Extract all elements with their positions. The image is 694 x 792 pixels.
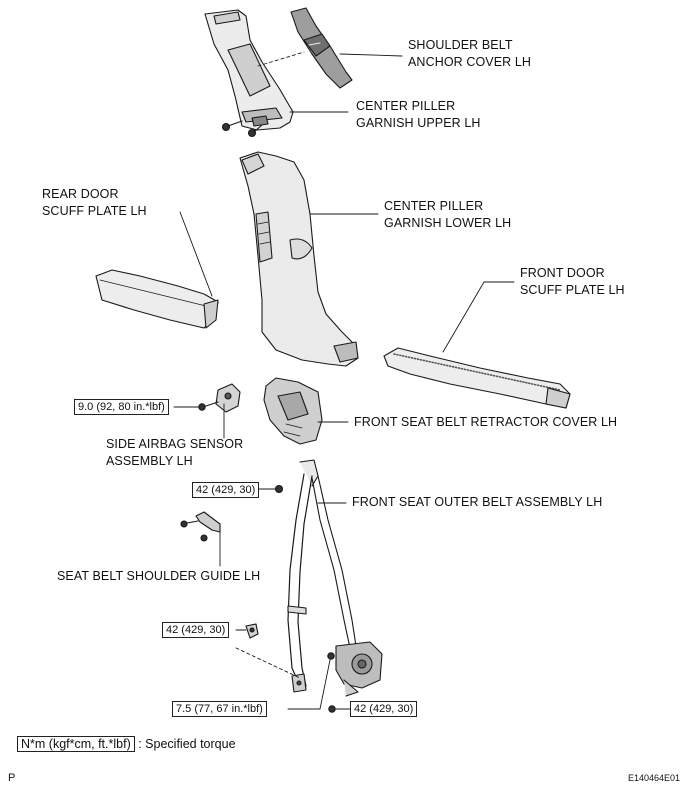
seat-belt-shoulder-guide-label: SEAT BELT SHOULDER GUIDE LH <box>57 569 261 583</box>
label-line: SIDE AIRBAG SENSOR <box>106 437 244 451</box>
label-line: ASSEMBLY LH <box>106 454 193 468</box>
torque-retractor-bolt: 42 (429, 30) <box>350 701 418 717</box>
label-line: SHOULDER BELT <box>408 38 513 52</box>
seat-belt-shoulder-guide-part <box>180 511 221 542</box>
torque-airbag-sensor-nut: 9.0 (92, 80 in.*lbf) <box>74 399 169 415</box>
rear-door-scuff-plate-part <box>95 269 219 329</box>
shoulder-belt-anchor-cover-part <box>290 7 353 89</box>
label-line: SCUFF PLATE LH <box>42 204 147 218</box>
rear-door-scuff-plate-label: REAR DOOR SCUFF PLATE LH <box>42 186 147 220</box>
front-seat-outer-belt-part <box>274 459 383 713</box>
center-piller-garnish-lower-label: CENTER PILLER GARNISH LOWER LH <box>384 198 511 232</box>
leader-lines <box>173 53 515 710</box>
torque-outer-belt-upper-nut: 42 (429, 30) <box>192 482 260 498</box>
shoulder-belt-anchor-cover-label: SHOULDER BELT ANCHOR COVER LH <box>408 37 531 71</box>
figure-id: E140464E01 <box>628 773 681 783</box>
front-seat-belt-retractor-cover-part <box>263 377 323 445</box>
garnish-upper-screws <box>221 120 263 138</box>
front-seat-belt-retractor-cover-label: FRONT SEAT BELT RETRACTOR COVER LH <box>354 415 618 429</box>
label-line: REAR DOOR <box>42 187 119 201</box>
label-line: CENTER PILLER <box>384 199 484 213</box>
corner-code: P <box>8 772 16 784</box>
label-line: SCUFF PLATE LH <box>520 283 625 297</box>
torque-legend: N*m (kgf*cm, ft.*lbf) : Specified torque <box>17 736 236 752</box>
side-airbag-sensor-part <box>198 383 241 413</box>
lower-anchor-bolt-part <box>245 623 259 639</box>
front-seat-outer-belt-label: FRONT SEAT OUTER BELT ASSEMBLY LH <box>352 495 603 509</box>
front-door-scuff-plate-part <box>383 347 571 409</box>
front-door-scuff-plate-label: FRONT DOOR SCUFF PLATE LH <box>520 265 625 299</box>
torque-lower-anchor-bolt: 42 (429, 30) <box>162 622 230 638</box>
legend-description: : Specified torque <box>138 737 236 751</box>
center-piller-garnish-upper-label: CENTER PILLER GARNISH UPPER LH <box>356 98 481 132</box>
label-line: ANCHOR COVER LH <box>408 55 532 69</box>
center-piller-garnish-upper-part <box>204 9 294 131</box>
label-line: FRONT DOOR <box>520 266 605 280</box>
label-line: GARNISH UPPER LH <box>356 116 481 130</box>
torque-retractor-nut: 7.5 (77, 67 in.*lbf) <box>172 701 267 717</box>
label-line: CENTER PILLER <box>356 99 456 113</box>
side-airbag-sensor-label: SIDE AIRBAG SENSOR ASSEMBLY LH <box>106 436 243 470</box>
legend-unit-box: N*m (kgf*cm, ft.*lbf) <box>17 736 135 752</box>
center-piller-garnish-lower-part <box>239 151 359 367</box>
label-line: GARNISH LOWER LH <box>384 216 512 230</box>
